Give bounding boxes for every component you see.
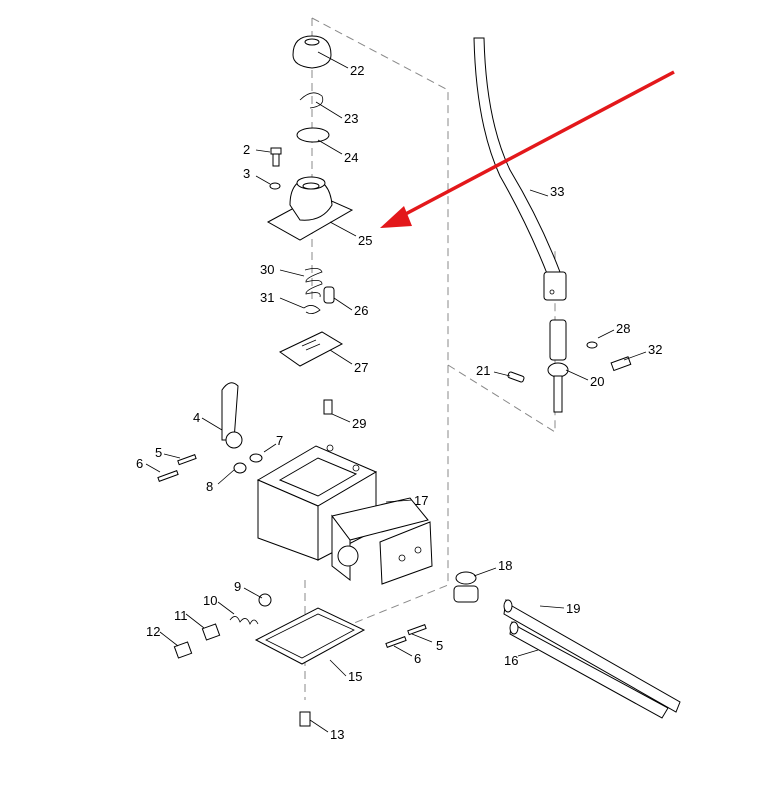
assembly-guide-lines (304, 17, 556, 700)
part-23-snap-ring (299, 92, 324, 109)
part-15-gasket (254, 607, 366, 665)
part-33-shift-lever (473, 37, 567, 301)
label-17: 17 (414, 493, 428, 508)
part-31-clip (303, 305, 321, 314)
part-24-ring (296, 127, 330, 143)
label-30: 30 (260, 262, 274, 277)
label-23: 23 (344, 111, 358, 126)
label-13: 13 (330, 727, 344, 742)
label-22: 22 (350, 63, 364, 78)
label-6: 6 (136, 456, 143, 471)
label-29: 29 (352, 416, 366, 431)
part-29-screw (323, 399, 333, 415)
part-8-bushing (233, 462, 247, 474)
label-3: 3 (243, 166, 250, 181)
red-pointer-arrow (380, 70, 675, 228)
label-18: 18 (498, 558, 512, 573)
part-2-screw (270, 147, 282, 167)
label-28: 28 (616, 321, 630, 336)
part-27-gate-plate (279, 331, 344, 367)
part-17-extension-housing (331, 497, 433, 585)
label-25: 25 (358, 233, 372, 248)
label-20: 20 (590, 374, 604, 389)
label-5b: 5 (436, 638, 443, 653)
part-13-bolt (299, 711, 311, 727)
label-4: 4 (193, 410, 200, 425)
part-3-washer (269, 182, 281, 190)
part-22-boot (292, 35, 332, 69)
label-26: 26 (354, 303, 368, 318)
part-6-lower-pin (385, 636, 407, 648)
part-25-cover-housing (266, 176, 354, 241)
part-30-spring (304, 268, 323, 298)
label-11: 11 (174, 608, 188, 623)
label-7: 7 (276, 433, 283, 448)
label-33: 33 (550, 184, 564, 199)
part-20-shift-shaft (547, 319, 569, 413)
label-9: 9 (234, 579, 241, 594)
part-10-spring (229, 616, 259, 625)
part-21-pin (507, 371, 525, 383)
part-4-lever (221, 382, 243, 449)
leader-lines (145, 51, 647, 733)
label-32: 32 (648, 342, 662, 357)
part-18-fitting (453, 571, 479, 603)
label-5: 5 (155, 445, 162, 460)
label-10: 10 (203, 593, 217, 608)
label-19: 19 (566, 601, 580, 616)
label-31: 31 (260, 290, 274, 305)
part-26-pin (323, 286, 335, 304)
part-32-screw (610, 356, 632, 372)
label-12: 12 (146, 624, 160, 639)
label-6b: 6 (414, 651, 421, 666)
part-6-pin (157, 470, 179, 482)
label-27: 27 (354, 360, 368, 375)
label-16: 16 (504, 653, 518, 668)
part-labels: 22 23 24 2 3 25 33 30 26 31 28 32 27 21 … (136, 63, 662, 742)
parts-19-16-rods (503, 598, 681, 719)
label-15: 15 (348, 669, 362, 684)
label-21: 21 (476, 363, 490, 378)
label-8: 8 (206, 479, 213, 494)
part-5-lower-pin (407, 624, 427, 636)
part-5-roll-pin (177, 454, 197, 466)
label-2: 2 (243, 142, 250, 157)
part-11-nut (201, 623, 221, 641)
part-28-washer (586, 341, 598, 349)
label-24: 24 (344, 150, 358, 165)
part-12-plug (173, 641, 193, 659)
main-gearbox-housing (256, 444, 378, 561)
part-7-ring (249, 453, 263, 463)
part-9-ball (258, 593, 272, 607)
